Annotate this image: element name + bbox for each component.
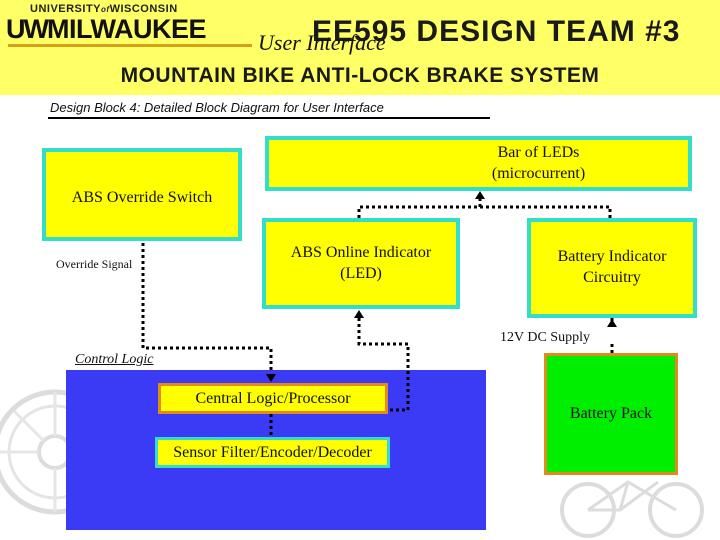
battery-pack-block: Battery Pack xyxy=(544,353,678,475)
online-indicator-arrowhead xyxy=(354,310,364,318)
battery-indicator-label: Battery Indicator Circuitry xyxy=(557,248,667,286)
led-bar-arrowhead xyxy=(475,191,485,199)
abs-override-switch-block: ABS Override Switch xyxy=(42,148,242,241)
central-logic-label: Central Logic/Processor xyxy=(195,389,351,407)
led-bar-label: Bar of LEDs (microcurrent) xyxy=(491,143,586,182)
battery-indicator-arrowhead xyxy=(607,319,617,327)
control-logic-label: Control Logic xyxy=(75,352,154,367)
central-logic-arrowhead xyxy=(266,374,276,382)
sensor-filter-label: Sensor Filter/Encoder/Decoder xyxy=(173,443,372,461)
header-banner: UNIVERSITYofWISCONSIN UWMILWAUKEE EE595 … xyxy=(0,0,720,95)
university-word: UNIVERSITY xyxy=(30,3,102,15)
team-title: EE595 DESIGN TEAM #3 xyxy=(312,15,681,48)
project-title: MOUNTAIN BIKE ANTI-LOCK BRAKE SYSTEM xyxy=(120,64,600,87)
diagram-subheading: Design Block 4: Detailed Block Diagram f… xyxy=(50,100,384,115)
override-signal-connector xyxy=(141,243,273,370)
supply-label: 12V DC Supply xyxy=(500,330,590,345)
uw-wordmark: UW xyxy=(6,14,49,44)
online-indicator-label: ABS Online Indicator (LED) xyxy=(290,243,432,282)
milwaukee-wordmark: MILWAUKEE xyxy=(46,14,207,44)
online-indicator-connector xyxy=(357,318,410,412)
subheading-underline xyxy=(48,117,490,119)
of-word: of xyxy=(101,5,110,14)
logo-underline xyxy=(8,44,252,47)
central-logic-block: Central Logic/Processor xyxy=(158,383,388,414)
slide-subtitle: User Interface xyxy=(258,30,386,55)
uwm-logo: UWMILWAUKEE xyxy=(6,14,207,45)
battery-indicator-block: Battery Indicator Circuitry xyxy=(527,218,697,318)
university-label: UNIVERSITYofWISCONSIN xyxy=(30,3,178,15)
sensor-filter-block: Sensor Filter/Encoder/Decoder xyxy=(155,437,390,468)
override-switch-label: ABS Override Switch xyxy=(71,189,213,206)
battery-pack-label: Battery Pack xyxy=(569,405,653,422)
abs-online-indicator-block: ABS Online Indicator (LED) xyxy=(262,218,460,309)
led-bar-fanout-connector xyxy=(357,205,612,218)
override-signal-label: Override Signal xyxy=(56,257,133,271)
faded-bike-right-decoration xyxy=(560,480,704,538)
state-word: WISCONSIN xyxy=(109,3,178,15)
led-bar-block: Bar of LEDs (microcurrent) xyxy=(265,136,692,191)
